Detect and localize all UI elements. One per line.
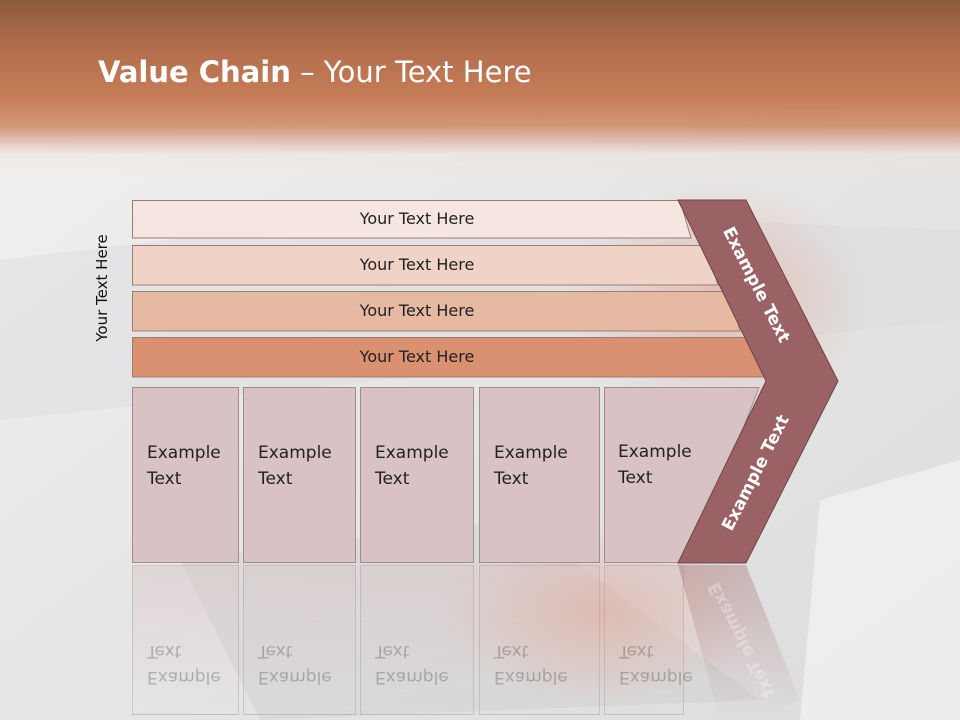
primary-box-2-reflection: Example Text	[243, 565, 356, 715]
primary-box-4-label: Example Text	[494, 443, 568, 489]
margin-chevron-shape	[677, 199, 839, 564]
primary-box-1-text: Example Text	[147, 440, 221, 492]
support-band-2-label: Your Text Here	[359, 255, 475, 274]
primary-box-1-reflection: Example Text	[132, 565, 239, 715]
margin-chevron-reflection	[678, 565, 800, 720]
support-band-1-shape	[132, 200, 692, 239]
support-band-3-label: Your Text Here	[359, 301, 475, 320]
primary-box-3-text: Example Text	[375, 440, 449, 492]
primary-box-2-label: Example Text	[258, 443, 332, 489]
primary-box-4: Example Text	[479, 387, 600, 563]
title-band	[0, 0, 960, 175]
primary-box-5: Example Text	[604, 387, 704, 563]
primary-box-2: Example Text	[243, 387, 356, 563]
primary-box-2-text: Example Text	[258, 440, 332, 492]
primary-box-3-label: Example Text	[375, 443, 449, 489]
support-band-3-shape	[132, 291, 741, 332]
primary-box-1: Example Text	[132, 387, 239, 563]
slide-title-rest: – Your Text Here	[290, 55, 532, 89]
slide-title-bold: Value Chain	[98, 55, 291, 89]
support-band-2-shape	[132, 245, 719, 286]
primary-box-5-reflection: Example Text	[604, 565, 693, 715]
primary-box-3: Example Text	[360, 387, 474, 563]
primary-box-4-text: Example Text	[494, 440, 568, 492]
primary-box-1-label: Example Text	[147, 443, 221, 489]
primary-box-5-label: Example Text	[618, 442, 692, 488]
primary-box-5-text: Example Text	[618, 439, 692, 491]
slide-title: Value Chain – Your Text Here	[98, 55, 532, 89]
support-band-4-label: Your Text Here	[359, 347, 475, 366]
primary-box-4-reflection: Example Text	[479, 565, 600, 715]
primary-box-3-reflection: Example Text	[360, 565, 474, 715]
support-band-1-label: Your Text Here	[359, 209, 475, 228]
